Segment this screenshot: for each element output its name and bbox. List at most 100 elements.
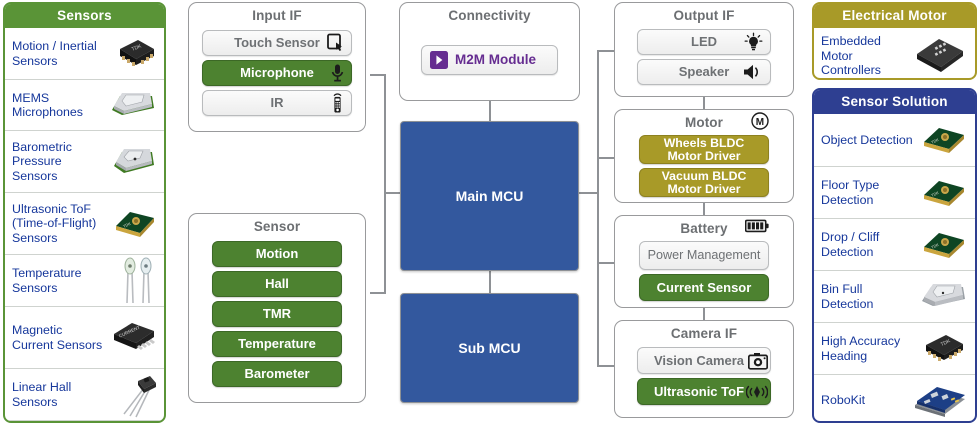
ultrasonic-tof-module-icon: TDK: [112, 206, 158, 242]
group-output-if: Output IF LED Speaker: [614, 2, 794, 97]
battery-current-sensor[interactable]: Current Sensor: [639, 274, 769, 301]
list-item[interactable]: Drop / Cliff Detection TDK: [814, 218, 975, 270]
output-if-led[interactable]: LED: [637, 29, 771, 55]
connectivity-m2m-module[interactable]: M2M Module: [421, 45, 558, 75]
list-item[interactable]: Object Detection TDK: [814, 114, 975, 166]
panel-sensors: Sensors Motion / Inertial Sensors TDK ME…: [3, 2, 166, 423]
list-item[interactable]: Embedded Motor Controllers: [814, 28, 975, 78]
battery-title-label: Battery: [680, 221, 728, 236]
list-item[interactable]: TMR Angle Sensors: [5, 420, 164, 421]
wire-bus-to-battery: [597, 262, 615, 264]
list-item[interactable]: RoboKit: [814, 374, 975, 421]
vacuum-bldc-label: Vacuum BLDC Motor Driver: [661, 168, 747, 196]
group-motor: Motor M Wheels BLDC Motor Driver Vacuum …: [614, 109, 794, 203]
sensor-solution-item-label: Object Detection: [821, 132, 913, 147]
thermistor-pair-icon: [114, 257, 158, 305]
svg-text:TDK: TDK: [930, 241, 940, 249]
wire-motor-to-battery: [703, 202, 705, 216]
group-motor-title: Motor M: [615, 110, 793, 130]
panel-sensor-solution: Sensor Solution Object Detection TDK Flo…: [812, 88, 977, 423]
wire-left-bus-lower: [384, 192, 386, 293]
group-output-if-title: Output IF: [673, 8, 735, 23]
group-camera-if: Camera IF Vision Camera Ultrasonic ToF: [614, 320, 794, 418]
qfp-controller-chip-icon: [911, 34, 969, 78]
speaker-label: Speaker: [678, 64, 730, 79]
sensor-hall[interactable]: Hall: [212, 271, 342, 297]
sensors-item-label: Magnetic Current Sensors: [12, 323, 103, 352]
ultrasonic-tof-label: Ultrasonic ToF: [653, 383, 745, 399]
sensor-motion-label: Motion: [255, 246, 299, 261]
sensor-temperature-label: Temperature: [238, 336, 316, 351]
camera-icon: [748, 352, 768, 370]
list-item[interactable]: Barometric Pressure Sensors: [5, 130, 164, 192]
panel-electrical-motor-header: Electrical Motor: [814, 4, 975, 28]
wire-sensor-to-bus: [370, 292, 386, 294]
m2m-play-icon: [430, 51, 448, 69]
camera-if-vision-camera[interactable]: Vision Camera: [637, 347, 771, 374]
sensors-item-label: Barometric Pressure Sensors: [12, 139, 72, 183]
list-item[interactable]: MEMS Microphones: [5, 79, 164, 130]
touch-sensor-label: Touch Sensor: [234, 35, 320, 50]
list-item[interactable]: Magnetic Current Sensors CURRENT: [5, 306, 164, 368]
sensors-item-label: Linear Hall Sensors: [12, 380, 72, 409]
lightbulb-icon: [744, 32, 763, 52]
group-sensor-title: Sensor: [253, 219, 301, 234]
camera-if-ultrasonic-tof[interactable]: Ultrasonic ToF: [637, 378, 771, 405]
wire-mainmcu-to-rightbus: [577, 192, 599, 194]
list-item[interactable]: Floor Type Detection TDK: [814, 166, 975, 218]
battery-icon: [745, 219, 769, 233]
wire-bus-to-mainmcu: [384, 192, 404, 194]
wire-left-bus-upper: [384, 74, 386, 193]
list-item[interactable]: Bin Full Detection: [814, 270, 975, 322]
tof-green-module-icon: TDK: [919, 227, 969, 263]
motor-title-label: Motor: [685, 115, 723, 130]
sensor-temperature[interactable]: Temperature: [212, 331, 342, 357]
sensor-motion[interactable]: Motion: [212, 241, 342, 267]
input-if-touch-sensor[interactable]: Touch Sensor: [202, 30, 352, 56]
sensor-solution-item-label: Drop / Cliff Detection: [821, 230, 880, 259]
sensor-tmr[interactable]: TMR: [212, 301, 342, 327]
wire-bus-to-motor: [597, 157, 615, 159]
sensors-item-label: Ultrasonic ToF (Time-of-Flight) Sensors: [12, 201, 97, 245]
input-if-microphone[interactable]: Microphone: [202, 60, 352, 86]
ir-remote-icon: [331, 93, 344, 114]
motor-m-icon: M: [751, 112, 769, 130]
sensors-item-label: Motion / Inertial Sensors: [12, 39, 97, 68]
motor-vacuum-bldc-driver[interactable]: Vacuum BLDC Motor Driver: [639, 168, 769, 197]
led-label: LED: [691, 34, 717, 49]
wire-battery-to-camera: [703, 307, 705, 321]
sensor-barometer[interactable]: Barometer: [212, 361, 342, 387]
block-sub-mcu[interactable]: Sub MCU: [400, 293, 579, 403]
list-item[interactable]: Linear Hall Sensors: [5, 368, 164, 420]
motor-wheels-bldc-driver[interactable]: Wheels BLDC Motor Driver: [639, 135, 769, 164]
group-input-if-title: Input IF: [252, 8, 302, 23]
ultrasonic-wave-icon: [746, 384, 768, 400]
ir-label: IR: [270, 95, 284, 110]
mems-mic-package-icon: [108, 88, 158, 122]
panel-sensor-solution-header: Sensor Solution: [814, 90, 975, 114]
wire-inputif-to-bus: [370, 74, 386, 76]
group-input-if: Input IF Touch Sensor Microphone IR: [188, 2, 366, 132]
touch-tap-icon: [327, 33, 344, 53]
soic-current-sensor-icon: CURRENT: [110, 318, 158, 358]
sensors-item-label: MEMS Microphones: [12, 90, 83, 119]
list-item[interactable]: Ultrasonic ToF (Time-of-Flight) Sensors …: [5, 192, 164, 254]
microphone-icon: [331, 64, 344, 83]
power-management-label: Power Management: [647, 247, 761, 262]
wire-bus-to-camera: [597, 365, 615, 367]
list-item[interactable]: Motion / Inertial Sensors TDK: [5, 28, 164, 79]
list-item[interactable]: High Accuracy Heading TDK: [814, 322, 975, 374]
input-if-ir[interactable]: IR: [202, 90, 352, 116]
battery-power-management[interactable]: Power Management: [639, 241, 769, 270]
electrical-motor-item-label: Embedded Motor Controllers: [821, 34, 881, 78]
output-if-speaker[interactable]: Speaker: [637, 59, 771, 85]
list-item[interactable]: Temperature Sensors: [5, 254, 164, 306]
sensor-barometer-label: Barometer: [244, 366, 310, 381]
to92-hall-sensor-icon: [114, 372, 158, 418]
sensor-hall-label: Hall: [265, 276, 289, 291]
sensor-solution-item-label: High Accuracy Heading: [821, 334, 901, 363]
group-camera-if-title: Camera IF: [670, 326, 738, 341]
main-mcu-label: Main MCU: [455, 188, 524, 204]
svg-text:TDK: TDK: [930, 137, 940, 145]
block-main-mcu[interactable]: Main MCU: [400, 121, 579, 271]
